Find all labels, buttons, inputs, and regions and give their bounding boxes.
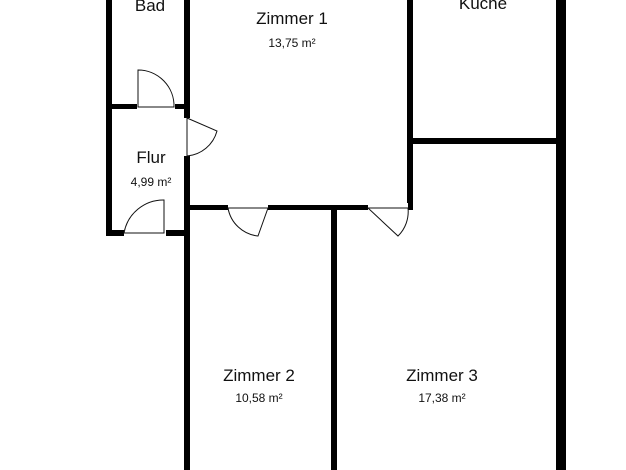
- room-name-zimmer2: Zimmer 2: [223, 366, 295, 385]
- door-zimmer2: [227, 207, 269, 237]
- room-name-zimmer3: Zimmer 3: [406, 366, 478, 385]
- wall-kueche-bottom: [407, 138, 561, 144]
- door-zimmer3: [366, 207, 409, 237]
- door-bad: [137, 69, 175, 108]
- doors: [123, 69, 409, 238]
- room-name-flur: Flur: [136, 148, 166, 167]
- door-flur: [123, 199, 165, 234]
- room-name-zimmer1: Zimmer 1: [256, 9, 328, 28]
- door-zimmer1: [186, 117, 218, 157]
- wall-zimmer2-zimmer3: [331, 205, 337, 470]
- room-name-kueche: Küche: [459, 0, 507, 13]
- room-area-zimmer2: 10,58 m²: [235, 391, 282, 405]
- room-name-bad: Bad: [135, 0, 165, 15]
- wall-zimmer1-bottom: [184, 205, 412, 210]
- wall-left-outer: [106, 0, 112, 236]
- room-area-zimmer3: 17,38 m²: [418, 391, 465, 405]
- room-area-zimmer1: 13,75 m²: [268, 36, 315, 50]
- wall-right-outer: [556, 0, 566, 470]
- wall-zimmer2-left: [184, 230, 190, 470]
- room-area-flur: 4,99 m²: [131, 175, 172, 189]
- wall-zimmer1-kueche: [407, 0, 413, 210]
- room-labels: Bad Zimmer 1 13,75 m² Küche Flur 4,99 m²…: [131, 0, 507, 405]
